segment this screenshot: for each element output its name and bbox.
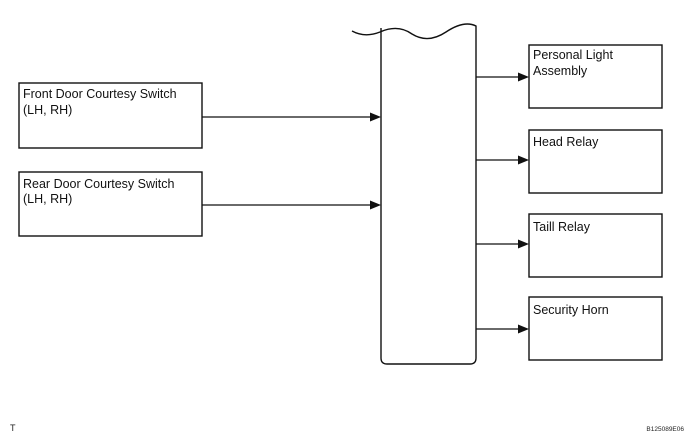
footer-left-mark: T xyxy=(10,423,16,433)
input-label-line1: Rear Door Courtesy Switch xyxy=(23,177,174,191)
input-label-line2: (LH, RH) xyxy=(23,192,72,206)
arrow-head-icon xyxy=(518,155,529,165)
output-box xyxy=(528,296,663,361)
input-label-line2: (LH, RH) xyxy=(23,103,72,117)
output-label-line2: Assembly xyxy=(533,64,588,78)
output-box xyxy=(528,44,663,109)
output-label-line1: Personal Light xyxy=(533,48,613,62)
central-ecu-body xyxy=(351,23,477,365)
output-head-relay: Head Relay xyxy=(528,129,663,194)
input-label-line1: Front Door Courtesy Switch xyxy=(23,87,177,101)
output-personal-light-assembly: Personal Light Assembly xyxy=(528,44,663,109)
arrow-head-icon xyxy=(370,200,381,210)
output-box xyxy=(528,129,663,194)
arrow-head-icon xyxy=(518,239,529,249)
input-box xyxy=(18,171,203,237)
arrow-head-icon xyxy=(518,324,529,334)
figure-code: B125089E06 xyxy=(646,426,684,433)
output-taill-relay: Taill Relay xyxy=(528,213,663,278)
input-rear-door-courtesy-switch: Rear Door Courtesy Switch (LH, RH) xyxy=(18,171,203,237)
input-box xyxy=(18,82,203,149)
output-label-line1: Security Horn xyxy=(533,303,609,317)
output-label-line1: Taill Relay xyxy=(533,220,591,234)
arrow-head-icon xyxy=(370,112,381,122)
output-label-line1: Head Relay xyxy=(533,135,599,149)
output-security-horn: Security Horn xyxy=(528,296,663,361)
input-front-door-courtesy-switch: Front Door Courtesy Switch (LH, RH) xyxy=(18,82,203,149)
output-box xyxy=(528,213,663,278)
arrow-head-icon xyxy=(518,72,529,82)
